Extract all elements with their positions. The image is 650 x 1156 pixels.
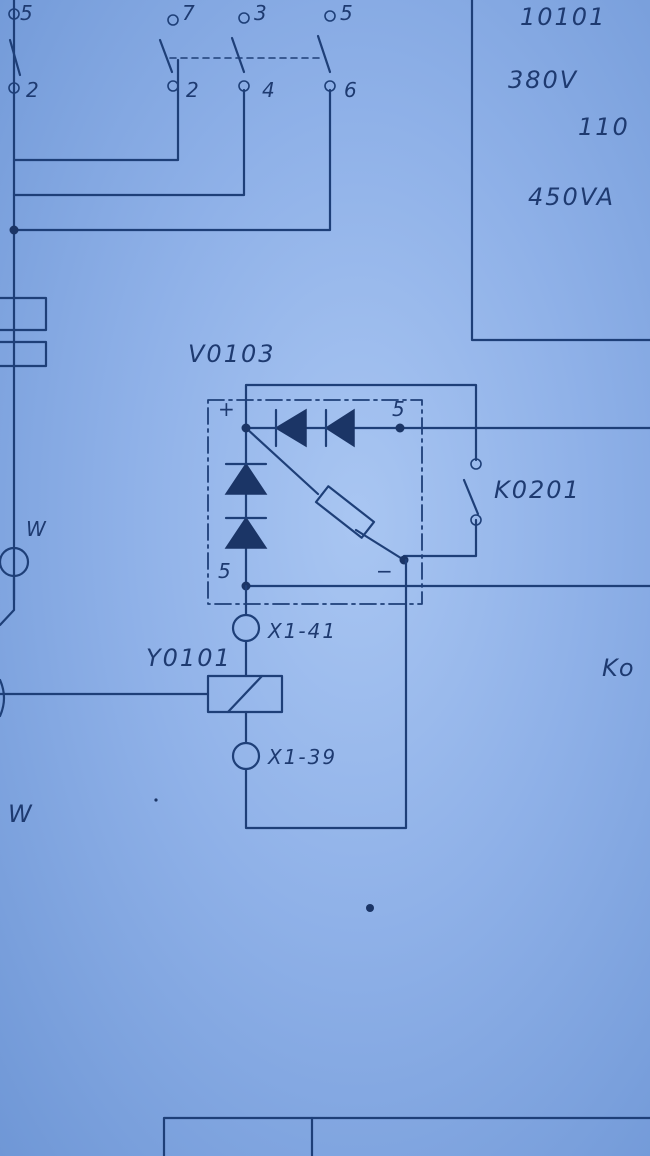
- rectifier-ref-label: V0103: [188, 340, 276, 368]
- terminal-x1-41: [231, 613, 261, 643]
- top-terminal-label: 3: [254, 1, 269, 25]
- left-components: W W: [0, 296, 48, 828]
- rating-label-4: 450VA: [528, 183, 615, 211]
- terminal-bottom-label: X1-39: [267, 745, 337, 769]
- diode: [224, 516, 268, 549]
- top-terminal-labels: 5 7 3 5 2 2 4 6: [20, 1, 359, 102]
- top-terminal-label: 7: [182, 1, 197, 25]
- title-block: [162, 1116, 650, 1156]
- rating-label-3: 110: [578, 113, 630, 141]
- rating-label-2: 380V: [508, 66, 578, 94]
- resistor: [314, 485, 376, 539]
- bottom-terminal-label: 2: [186, 78, 201, 102]
- diode: [274, 408, 307, 448]
- bottom-terminal-label: 4: [262, 78, 277, 102]
- rectifier-top-pin: 5: [392, 397, 407, 421]
- transformer-box: 10101 380V 110 450VA: [470, 0, 650, 342]
- coil-circuit: X1-41 Y0101 X1-39: [0, 558, 408, 830]
- terminal-top-label: X1-41: [267, 619, 337, 643]
- diode: [324, 408, 355, 448]
- top-terminal-label: 5: [20, 1, 35, 25]
- motor-label-w: W: [26, 517, 48, 541]
- terminal-x1-39: [231, 741, 261, 771]
- top-wiring: [8, 0, 336, 602]
- rectifier-bottom-pin: 5: [218, 559, 233, 583]
- top-terminal-label: 5: [340, 1, 355, 25]
- plus-sign: +: [218, 397, 237, 421]
- contact-ref-label: K0201: [494, 476, 581, 504]
- rating-label-1: 10101: [520, 3, 606, 31]
- diode: [224, 462, 268, 495]
- edge-label: Ko: [602, 654, 636, 682]
- rectifier-v0103: V0103 + − 5 5: [188, 340, 650, 605]
- bottom-terminal-label: 6: [344, 78, 359, 102]
- motor-label-w2: W: [8, 800, 34, 828]
- minus-sign: −: [376, 559, 395, 583]
- coil-ref-label: Y0101: [146, 644, 232, 672]
- contact-k0201: K0201: [462, 458, 581, 526]
- bottom-terminal-label: 2: [26, 78, 41, 102]
